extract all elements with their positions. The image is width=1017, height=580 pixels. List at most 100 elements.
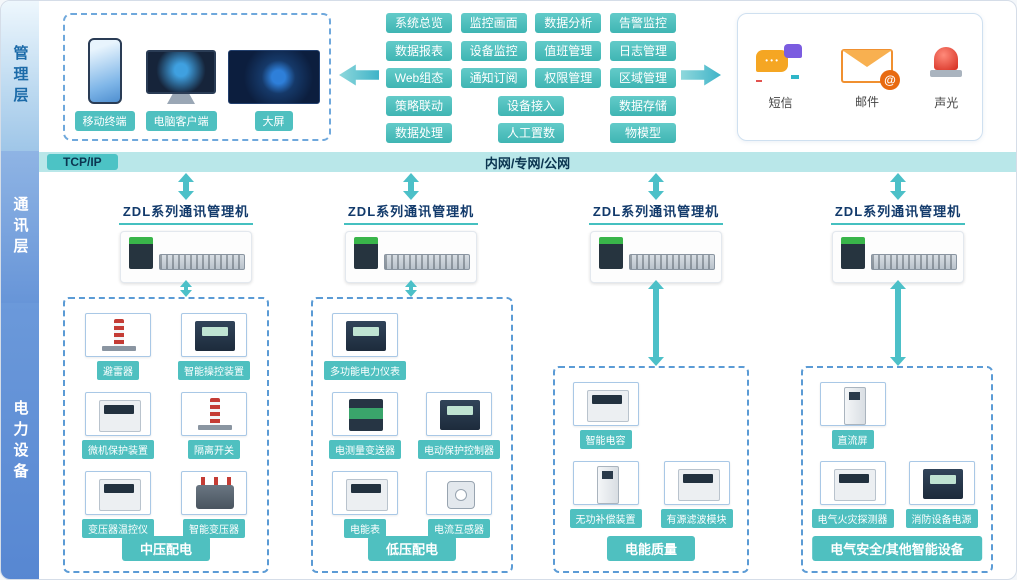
current-transformer-image <box>426 471 492 515</box>
client-bigscreen: 大屏 <box>227 50 320 131</box>
link-arrow-gateway-3 <box>648 173 664 200</box>
device-label: 电动保护控制器 <box>418 440 500 459</box>
function-manual-entry: 人工置数 <box>498 123 564 143</box>
link-arrow-group-2 <box>403 280 419 297</box>
device-label: 电气火灾探测器 <box>811 509 894 528</box>
function-permission: 权限管理 <box>535 68 602 88</box>
device-label: 无功补偿装置 <box>569 509 642 528</box>
device-label: 电能表 <box>344 519 386 538</box>
arrow-to-clients <box>339 64 379 86</box>
function-notify-subscribe: 通知订阅 <box>460 68 527 88</box>
device-energy-meter: 电能表 <box>321 471 409 538</box>
reactive-compensation-image <box>572 461 639 505</box>
function-device-access: 设备接入 <box>498 95 564 116</box>
function-device-monitor: 设备监控 <box>460 40 527 61</box>
alert-channels-panel: 短信 邮件 声光 <box>737 13 983 141</box>
arrow-shaft <box>895 181 901 192</box>
layer-label-management-text: 管理层 <box>11 44 29 108</box>
function-row: 系统总览 监控画面 数据分析 告警监控 <box>386 13 676 33</box>
smart-capacitor-image <box>572 382 639 426</box>
device-dc-panel: 直流屏 <box>811 382 894 449</box>
link-arrow-gateway-4 <box>890 173 906 200</box>
function-data-storage: 数据存储 <box>610 95 676 116</box>
device-smart-transformer: 智能变压器 <box>169 471 259 538</box>
alert-label-sound-light: 声光 <box>934 95 959 110</box>
alert-email: 邮件 <box>840 45 900 110</box>
device-label: 隔离开关 <box>188 440 240 459</box>
arrow-shaft <box>409 286 413 291</box>
function-region: 区域管理 <box>609 68 676 88</box>
device-label: 智能操控装置 <box>178 361 250 380</box>
client-label-desktop: 电脑客户端 <box>145 111 217 131</box>
mobile-phone-icon <box>87 38 122 104</box>
network-type-label: 内网/专网/公网 <box>484 155 571 171</box>
gateway-device-image <box>590 231 722 283</box>
function-row: 数据处理 人工置数 物模型 <box>386 123 676 143</box>
active-filter-image <box>663 461 730 505</box>
link-arrow-group-1 <box>178 280 194 297</box>
arrow-shaft <box>653 181 659 192</box>
function-row: 数据报表 设备监控 值班管理 日志管理 <box>386 40 676 61</box>
device-label: 微机保护装置 <box>82 440 154 459</box>
client-label-bigscreen: 大屏 <box>254 111 293 131</box>
gateway-device-image <box>345 231 477 283</box>
function-data-analysis: 数据分析 <box>535 13 602 33</box>
layer-label-communication: 通讯层 <box>1 151 39 303</box>
device-protection-relay: 微机保护装置 <box>73 392 163 459</box>
arrow-shaft <box>408 181 414 192</box>
alert-label-email: 邮件 <box>854 94 879 109</box>
din-gateway-icon <box>354 237 378 269</box>
function-web-config: Web组态 <box>386 68 452 88</box>
rack-gateway-icon <box>384 254 470 270</box>
gateway-device-image <box>832 231 964 283</box>
device-label: 电测量变送器 <box>329 440 401 459</box>
temp-controller-image <box>85 471 151 515</box>
device-label: 多功能电力仪表 <box>324 361 406 380</box>
link-arrow-gateway-1 <box>178 173 194 200</box>
group-title-medium-voltage: 中压配电 <box>121 536 211 561</box>
client-label-mobile: 移动终端 <box>74 111 135 131</box>
equipment-group-low-voltage: 多功能电力仪表 电测量变送器 电动保护控制器 电能表 电流互感器 低压配电 <box>311 297 513 573</box>
device-fire-power-supply: 消防设备电源 <box>900 461 983 528</box>
device-reactive-compensation: 无功补偿装置 <box>563 461 648 528</box>
device-grid: 多功能电力仪表 电测量变送器 电动保护控制器 电能表 电流互感器 <box>313 299 511 538</box>
tcpip-chip: TCP/IP <box>47 154 118 170</box>
client-terminals-panel: 移动终端 电脑客户端 大屏 <box>63 13 331 141</box>
email-envelope-icon <box>840 48 900 90</box>
gateway-device-image <box>120 231 252 283</box>
gateway-4-label: ZDL系列通讯管理机 <box>830 201 966 225</box>
device-label: 智能电容 <box>579 430 632 449</box>
device-label: 直流屏 <box>831 430 874 449</box>
layer-label-management: 管理层 <box>1 1 39 151</box>
device-temp-controller: 变压器温控仪 <box>73 471 163 538</box>
din-gateway-icon <box>599 237 623 269</box>
device-electrical-fire-detector: 电气火灾探测器 <box>811 461 894 528</box>
desktop-monitor-icon <box>146 50 216 94</box>
gateway-1-label: ZDL系列通讯管理机 <box>118 201 254 225</box>
multifunction-meter-image <box>332 313 398 357</box>
fire-power-supply-image <box>908 461 975 505</box>
function-thing-model: 物模型 <box>610 123 676 143</box>
arrow-to-alerts <box>681 64 721 86</box>
function-strategy-linkage: 策略联动 <box>386 95 452 116</box>
layer-label-communication-text: 通讯层 <box>11 195 29 259</box>
equipment-group-electrical-safety: 直流屏 电气火灾探测器 消防设备电源 电气安全/其他智能设备 <box>801 366 993 573</box>
arrester-image <box>85 313 151 357</box>
platform-functions: 系统总览 监控画面 数据分析 告警监控 数据报表 设备监控 值班管理 日志管理 … <box>386 13 676 143</box>
smart-control-image <box>181 313 247 357</box>
dc-panel-image <box>819 382 886 426</box>
alarm-beacon-icon <box>928 44 964 84</box>
device-current-transformer: 电流互感器 <box>415 471 503 538</box>
device-isolator-switch: 隔离开关 <box>169 392 259 459</box>
device-smart-capacitor: 智能电容 <box>563 382 648 449</box>
arrow-shaft <box>183 181 189 192</box>
device-smart-control: 智能操控装置 <box>169 313 259 380</box>
function-monitor-screen: 监控画面 <box>460 13 527 33</box>
energy-meter-image <box>332 471 398 515</box>
electrical-fire-detector-image <box>819 461 886 505</box>
device-label: 变压器温控仪 <box>82 519 154 538</box>
gateway-1: ZDL系列通讯管理机 <box>101 201 271 283</box>
device-label: 有源滤波模块 <box>660 509 733 528</box>
client-mobile: 移动终端 <box>74 38 135 131</box>
